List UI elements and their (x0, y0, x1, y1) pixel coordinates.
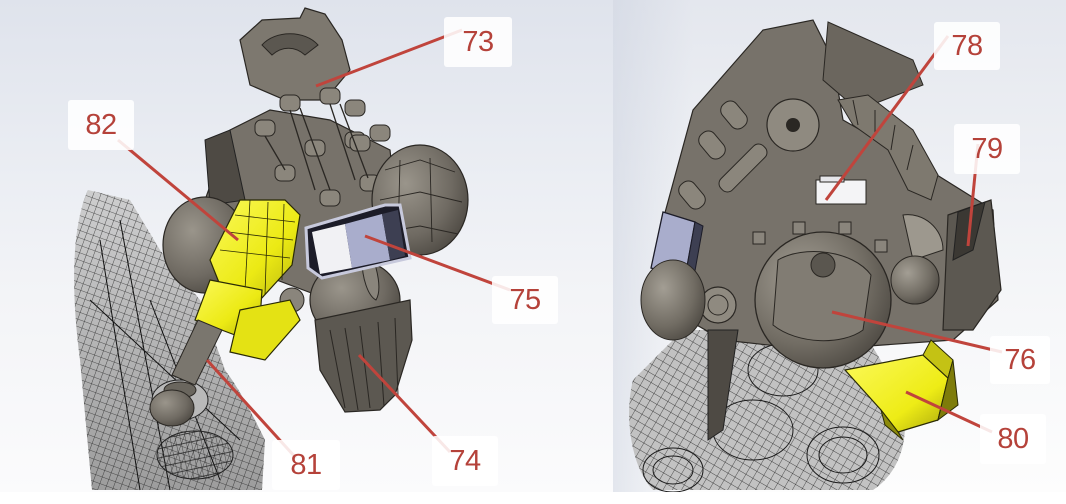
callout-label-74: 74 (432, 436, 498, 486)
bottom-margin (0, 492, 1066, 504)
side-joint (640, 259, 739, 441)
callout-label-81: 81 (272, 440, 340, 490)
callout-label-79: 79 (954, 124, 1020, 174)
yellow-highlighted-part-82 (194, 199, 301, 361)
callout-label-80: 80 (980, 414, 1046, 464)
callout-label-73: 73 (444, 17, 512, 67)
wireframe-lower-body (629, 330, 905, 492)
left-assembly-drawing (74, 7, 469, 491)
callout-label-76: 76 (990, 336, 1050, 384)
left-assembly-view (0, 0, 613, 492)
callout-label-82: 82 (68, 100, 134, 150)
callout-label-78: 78 (934, 22, 1000, 70)
callout-label-75: 75 (492, 276, 558, 324)
shaft-part-81 (149, 319, 223, 427)
white-block-part-78 (815, 175, 867, 205)
